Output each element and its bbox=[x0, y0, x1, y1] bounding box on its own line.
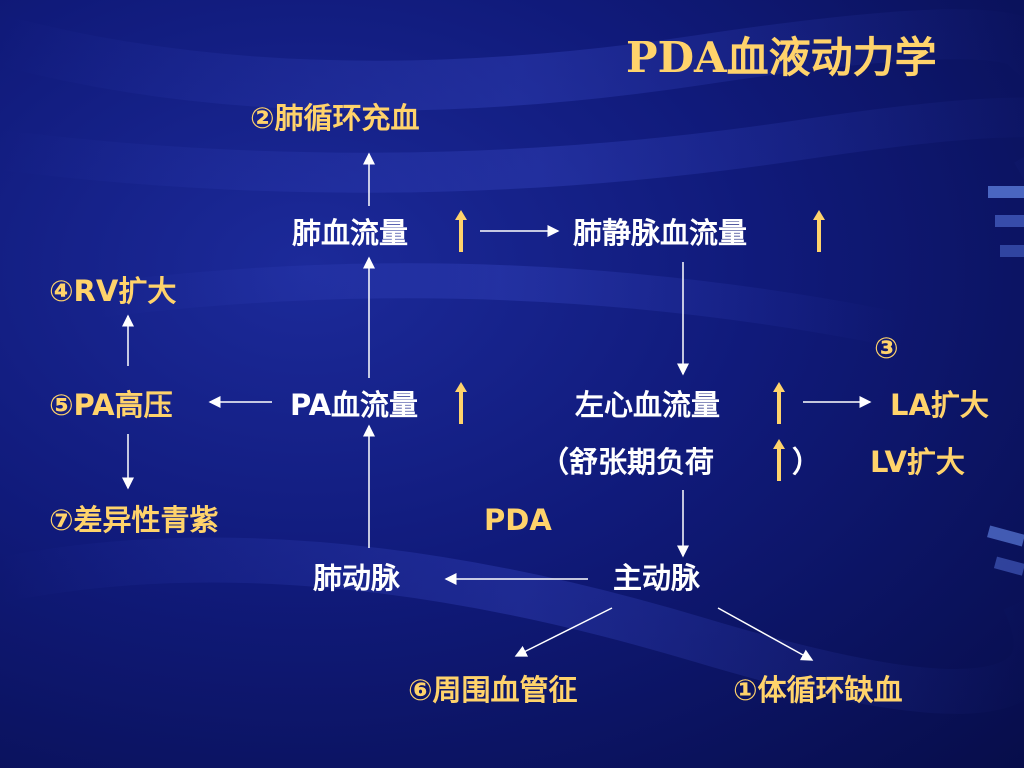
up-arrow-icon bbox=[773, 382, 785, 424]
label-systemic-ischemia: ①体循环缺血 bbox=[733, 673, 903, 707]
arrow-aorta-to-peripheral bbox=[514, 607, 613, 657]
label-pda: PDA bbox=[484, 503, 552, 537]
label-pa-hypertension: ⑤PA高压 bbox=[49, 388, 173, 422]
label-pulmonary-congestion: ②肺循环充血 bbox=[250, 101, 420, 135]
label-pa-flow: PA血流量 bbox=[290, 388, 419, 422]
label-left-heart-flow: 左心血流量 bbox=[575, 388, 721, 422]
label-pulmonary-flow: 肺血流量 bbox=[292, 216, 409, 250]
label-diastolic-load: （舒张期负荷 bbox=[540, 445, 715, 479]
label-circle-three: ③ bbox=[874, 331, 899, 365]
page-title: PDA血液动力学 bbox=[626, 33, 937, 82]
label-pulmonary-vein-flow: 肺静脉血流量 bbox=[573, 216, 748, 250]
label-diastolic-load-close: ） bbox=[792, 445, 822, 479]
label-peripheral-vascular-sign: ⑥周围血管征 bbox=[408, 673, 578, 707]
label-differential-cyanosis: ⑦差异性青紫 bbox=[49, 503, 219, 537]
up-arrow-icon bbox=[813, 210, 825, 252]
up-arrow-icon bbox=[773, 439, 785, 481]
label-la-enlarge: LA扩大 bbox=[890, 388, 989, 422]
arrow-aorta-to-systemic bbox=[717, 607, 814, 661]
label-lv-enlarge: LV扩大 bbox=[870, 445, 965, 479]
up-arrow-icon bbox=[455, 210, 467, 252]
label-rv-enlarge: ④RV扩大 bbox=[49, 274, 177, 308]
up-arrow-icon bbox=[455, 382, 467, 424]
label-aorta: 主动脉 bbox=[613, 561, 701, 595]
label-pulmonary-artery: 肺动脉 bbox=[313, 561, 401, 595]
